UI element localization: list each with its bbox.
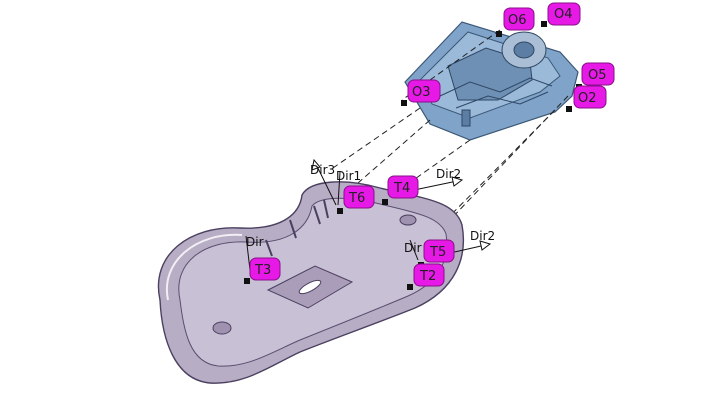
alignment-line — [329, 107, 421, 171]
tag-t6[interactable]: T6 — [337, 185, 375, 214]
tag-o4-label: O4 — [554, 7, 573, 22]
tag-t3-label: T3 — [254, 263, 271, 278]
dir-b-arrow — [409, 239, 419, 261]
tag-t2-label: T2 — [419, 269, 436, 284]
sensor-slot — [298, 279, 322, 295]
rib — [289, 219, 297, 239]
alignment-line — [349, 119, 431, 191]
anchor-point — [401, 100, 407, 106]
screw-boss-right — [399, 214, 417, 226]
dir1-arrow — [337, 171, 341, 206]
tag-o6[interactable]: O6 — [496, 7, 535, 37]
scroll-wheel-hub — [513, 41, 535, 59]
tag-t2[interactable]: T2 — [407, 263, 445, 290]
screw-boss-left — [212, 321, 232, 335]
anchor-point — [337, 208, 343, 214]
label-dir3: Dir3 — [310, 163, 335, 177]
internal-module — [404, 21, 579, 141]
module-detail-lines-2 — [455, 91, 549, 109]
label-dir1: Dir1 — [336, 169, 361, 183]
anchor-point — [566, 106, 572, 112]
label-dir2-upper: Dir2 — [436, 167, 461, 181]
anchor-point — [541, 21, 547, 27]
dir2-upper-arrowhead — [451, 176, 464, 187]
dir3-arrowhead — [311, 158, 321, 171]
module-post — [461, 109, 471, 127]
tag-t3[interactable]: T3 — [244, 257, 281, 284]
tag-o4[interactable]: O4 — [541, 2, 581, 27]
anchor-point — [244, 278, 250, 284]
label-dir2-lower: Dir2 — [470, 229, 495, 243]
tag-t5-label: T5 — [429, 245, 446, 260]
anchor-point — [496, 31, 502, 37]
tag-o5-label: O5 — [588, 68, 607, 83]
rib — [265, 239, 273, 257]
tag-o3[interactable]: O3 — [401, 79, 441, 106]
shell-rim-highlight — [165, 233, 243, 301]
dir2-lower-arrowhead — [479, 240, 492, 251]
tag-t4-label: T4 — [393, 181, 410, 196]
module-detail-lines — [439, 77, 553, 97]
rib — [313, 205, 321, 225]
tag-o2-label: O2 — [578, 91, 597, 106]
anchor-point — [382, 199, 388, 205]
label-dir-a: Dir — [246, 235, 264, 249]
tag-t4[interactable]: T4 — [382, 175, 419, 205]
tag-t6-label: T6 — [348, 191, 365, 206]
label-dir-b: Dir — [404, 241, 422, 255]
dir-a-arrow — [245, 235, 251, 271]
rib — [323, 199, 329, 219]
anchor-point — [407, 284, 413, 290]
tag-o2[interactable]: O2 — [566, 85, 607, 112]
mouse-bottom-shell — [157, 181, 465, 384]
tag-o3-label: O3 — [412, 85, 431, 100]
tag-o6-label: O6 — [508, 13, 527, 28]
